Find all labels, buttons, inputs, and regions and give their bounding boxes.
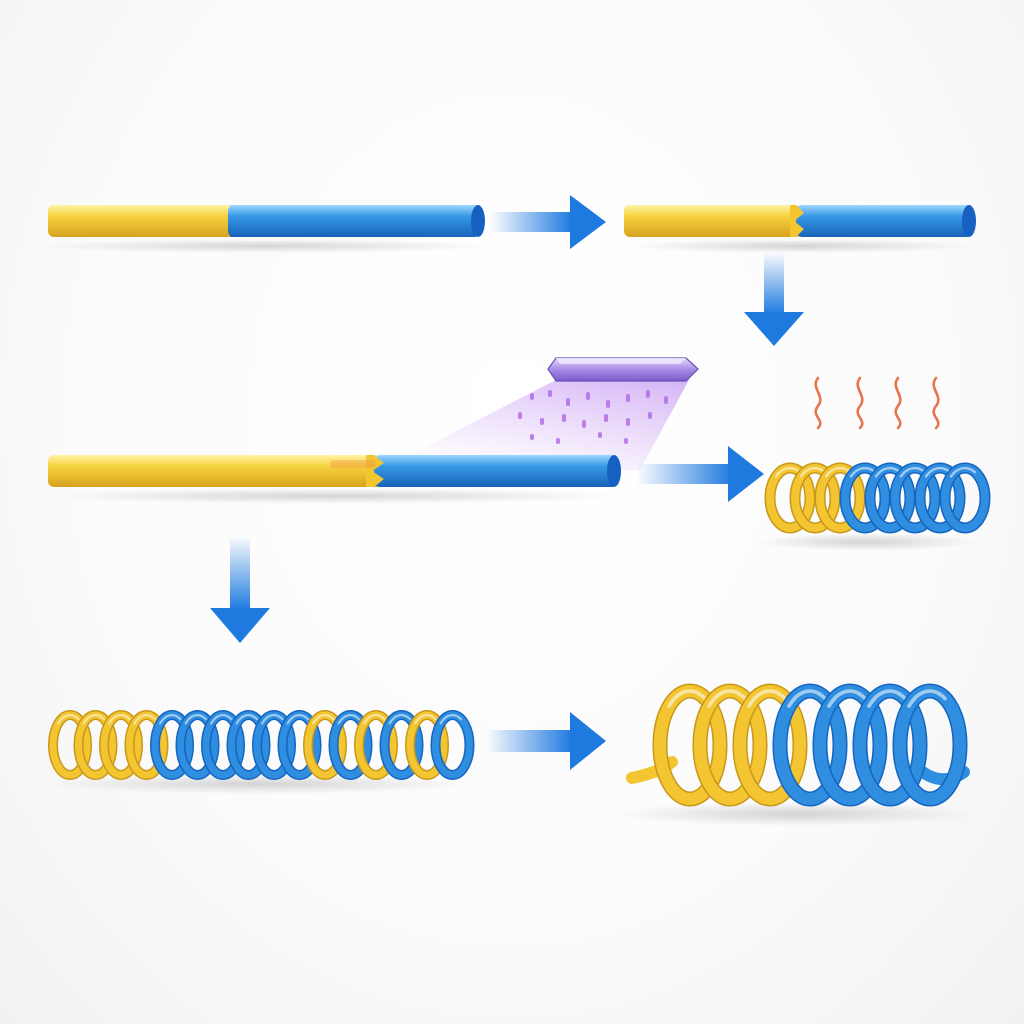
coil-loop-blue-highlight [388,714,412,725]
coil-loop-yellow-highlight [774,466,802,478]
yellow-segment [624,205,802,237]
coil-loop-yellow-highlight [824,466,852,478]
fiber-end [962,205,976,237]
coil-loop-yellow-highlight [707,689,747,708]
blue-segment [374,455,618,487]
expanded-coil [615,683,975,826]
coil-loop-blue-highlight [159,714,182,725]
coil-loop-blue-highlight [949,466,977,478]
heated-coil [754,462,991,551]
coil-loop-blue-highlight [899,466,927,478]
coil-loop-blue-highlight [827,689,867,708]
uv-exposure [380,357,699,470]
blue-segment [228,205,480,237]
fiber-shadow [35,239,495,253]
coil-loop-blue-highlight [787,689,827,708]
uv-exposed-fiber [45,455,625,504]
coil-loop-blue-highlight [439,714,463,725]
coil-loop-blue-highlight [849,466,877,478]
coil-loop-blue-highlight [907,689,947,708]
coil-loop-yellow-highlight [363,714,386,725]
coil-loop-blue-highlight [337,714,361,725]
fiber-end [607,455,621,487]
coil-loop-yellow-highlight [312,714,335,725]
coil-loop-blue-highlight [261,714,284,725]
long-coil [43,710,475,794]
arrow-icon [636,446,764,502]
fiber-shadow [625,239,975,253]
fiber-end [471,205,485,237]
processed-bilayer-fiber [624,205,976,253]
coil-loop-yellow-highlight [414,714,437,725]
coil-loop-yellow-highlight [133,714,157,725]
uv-light-beam [380,378,690,470]
coil-shadow [754,533,978,551]
coil-loop-blue-highlight [210,714,233,725]
arrow-icon [744,252,804,346]
straight-bilayer-fiber [35,205,495,253]
coil-loop-yellow-highlight [108,714,131,725]
coil-shadow [615,802,975,826]
yellow-segment [48,455,382,487]
fiber-shadow [45,488,625,504]
coil-loop-blue-highlight [286,714,310,725]
uv-particles [518,390,668,444]
uv-lamp-icon [547,357,699,382]
coil-loop-yellow-highlight [747,689,787,708]
coil-loop-yellow-highlight [82,714,106,725]
blue-segment [796,205,972,237]
coil-loop-blue-highlight [874,466,902,478]
coil-loop-blue-highlight [184,714,208,725]
arrow-icon [486,712,606,770]
arrow-icon [210,536,270,643]
coil-loop-yellow-highlight [667,689,707,708]
coil-loop-blue-highlight [924,466,952,478]
coil-loop-blue-highlight [235,714,259,725]
heat-waves-icon [814,376,940,430]
yellow-segment [48,205,234,237]
coil-loop-yellow-highlight [57,714,80,725]
coil-loop-blue-highlight [867,689,907,708]
arrow-icon [490,195,606,249]
coil-loop-yellow-highlight [799,466,827,478]
